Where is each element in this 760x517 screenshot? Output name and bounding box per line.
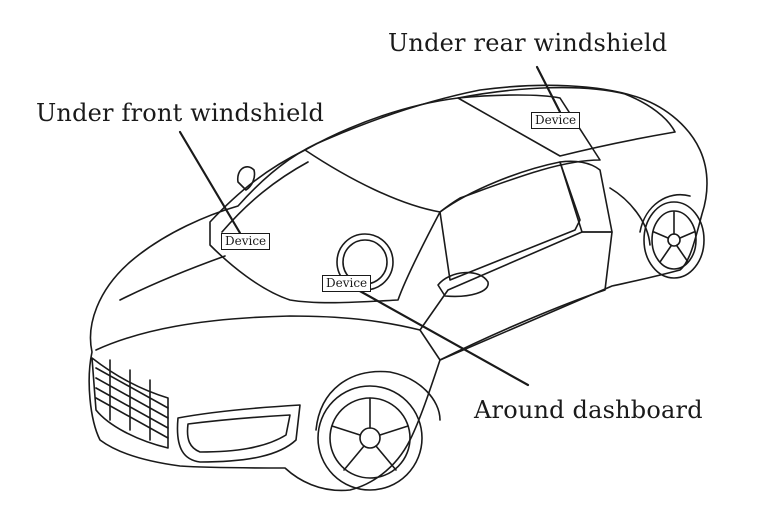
front-grille: [91, 357, 169, 449]
dashboard-label: Around dashboard: [474, 396, 703, 424]
car-body-outline: [88, 84, 708, 492]
rear-wheel: [643, 201, 705, 279]
front-wheel: [317, 385, 423, 491]
device-tag-front: Device: [221, 233, 271, 250]
front-windshield: [209, 149, 441, 304]
device-tag-dashboard: Device: [322, 275, 372, 292]
roof: [304, 94, 601, 213]
device-tag-rear: Device: [531, 112, 581, 129]
headlight: [176, 404, 301, 463]
rear-window: [457, 86, 676, 157]
side-window: [439, 161, 581, 281]
dashboard-callout-leader: [356, 288, 530, 387]
side-mirror: [437, 271, 489, 298]
door: [419, 231, 613, 361]
rear-callout-leader: [535, 65, 562, 114]
rear-windshield-label: Under rear windshield: [388, 29, 668, 57]
front-windshield-label: Under front windshield: [36, 99, 325, 127]
front-callout-leader: [178, 130, 242, 235]
